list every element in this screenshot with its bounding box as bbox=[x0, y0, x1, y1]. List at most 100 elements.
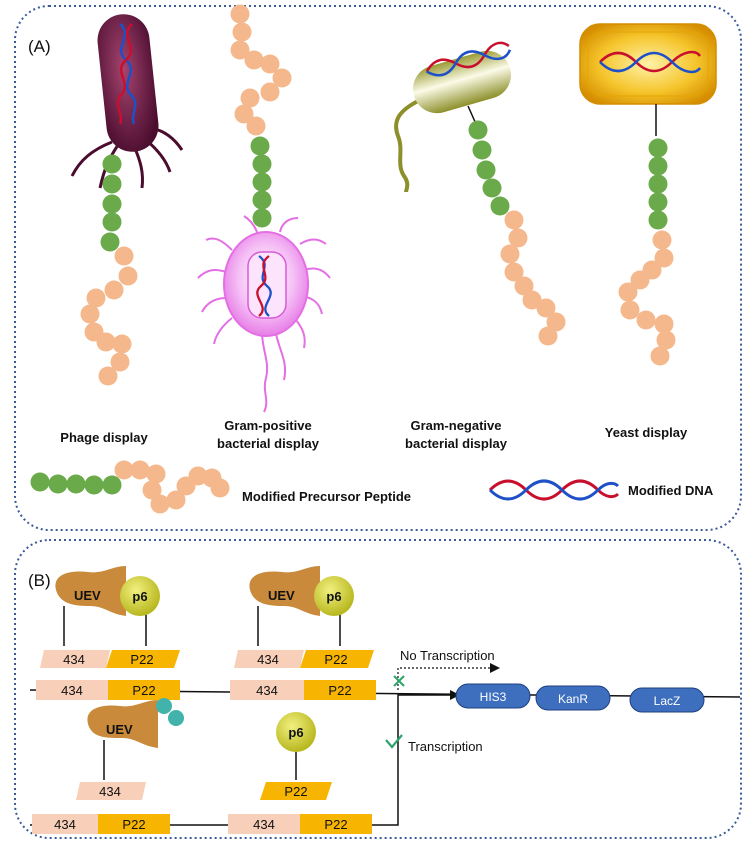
box-434-dna bbox=[36, 680, 108, 700]
peptide-bead bbox=[102, 475, 122, 495]
gene-label-lacz: LacZ bbox=[654, 694, 681, 708]
uev-shape bbox=[55, 566, 126, 616]
peptide-bead bbox=[472, 140, 492, 160]
check-icon bbox=[385, 734, 403, 749]
teal-ball bbox=[168, 710, 184, 726]
peptide-bead bbox=[260, 82, 280, 102]
gram-positive-label-line2: bacterial display bbox=[217, 436, 320, 451]
p6-ball bbox=[120, 576, 160, 616]
peptide-bead bbox=[650, 346, 670, 366]
box-434-dna-label: 434 bbox=[61, 683, 83, 698]
box-434-dna-label: 434 bbox=[253, 817, 275, 832]
p6-ball bbox=[314, 576, 354, 616]
box-434-dna bbox=[32, 814, 98, 834]
panel-a-label: (A) bbox=[28, 37, 51, 56]
dotted-arrow-head bbox=[490, 663, 500, 673]
peptide-bead bbox=[536, 298, 556, 318]
box-p22-floating bbox=[300, 650, 374, 668]
peptide-bead bbox=[620, 300, 640, 320]
gram-negative-label-line2: bacterial display bbox=[405, 436, 508, 451]
phage-icon bbox=[70, 14, 184, 189]
peptide-bead bbox=[84, 475, 104, 495]
peptide-bead bbox=[102, 174, 122, 194]
construct-uev-separate: UEV 434 434 P22 bbox=[32, 698, 184, 834]
peptide-bead bbox=[114, 246, 134, 266]
box-434-floating bbox=[40, 650, 110, 668]
peptide-bead bbox=[652, 230, 672, 250]
construct-uev-p6-right: UEV p6 434 P22 434 P22 bbox=[230, 566, 376, 700]
peptide-bead bbox=[252, 172, 272, 192]
box-p22-floating bbox=[106, 650, 180, 668]
box-p22-dna-label: P22 bbox=[132, 683, 155, 698]
peptide-bead bbox=[648, 192, 668, 212]
no-transcription-label: No Transcription bbox=[400, 648, 495, 663]
gene-label-kanr: KanR bbox=[558, 692, 588, 706]
peptide-bead bbox=[48, 474, 68, 494]
box-434-label: 434 bbox=[99, 784, 121, 799]
peptide-chains bbox=[30, 4, 676, 514]
peptide-bead bbox=[636, 310, 656, 330]
peptide-bead bbox=[96, 332, 116, 352]
peptide-bead bbox=[146, 464, 166, 484]
gram-negative-label-line1: Gram-negative bbox=[410, 418, 501, 433]
gene-label-his3: HIS3 bbox=[480, 690, 507, 704]
peptide-bead bbox=[246, 116, 266, 136]
peptide-bead bbox=[260, 54, 280, 74]
peptide-bead bbox=[110, 352, 130, 372]
peptide-bead bbox=[100, 232, 120, 252]
dna-helix-icon bbox=[116, 23, 137, 125]
peptide-bead bbox=[98, 366, 118, 386]
peptide-bead bbox=[86, 288, 106, 308]
p6-label: p6 bbox=[132, 589, 147, 604]
peptide-bead bbox=[234, 104, 254, 124]
gram-positive-label-line1: Gram-positive bbox=[224, 418, 311, 433]
peptide-bead bbox=[252, 154, 272, 174]
uev-shape bbox=[87, 700, 158, 748]
peptide-bead bbox=[252, 190, 272, 210]
no-transcription-path bbox=[397, 667, 494, 690]
construct-p6-separate: p6 P22 434 P22 bbox=[228, 712, 372, 834]
peptide-bead bbox=[546, 312, 566, 332]
box-434-label: 434 bbox=[63, 652, 85, 667]
peptide-bead bbox=[232, 22, 252, 42]
peptide-bead bbox=[112, 334, 132, 354]
peptide-bead bbox=[102, 154, 122, 174]
arrow-head bbox=[450, 690, 460, 700]
transcription-label: Transcription bbox=[408, 739, 483, 754]
peptide-bead bbox=[482, 178, 502, 198]
box-p22-dna bbox=[300, 814, 372, 834]
yeast-display-label: Yeast display bbox=[605, 425, 688, 440]
peptide-bead bbox=[508, 228, 528, 248]
peptide-bead bbox=[114, 460, 134, 480]
peptide-bead bbox=[188, 466, 208, 486]
peptide-bead bbox=[80, 304, 100, 324]
legend-dna-icon bbox=[488, 479, 620, 501]
peptide-bead bbox=[514, 276, 534, 296]
peptide-bead bbox=[150, 494, 170, 514]
construct-uev-p6-left: UEV p6 434 P22 434 P22 bbox=[36, 566, 180, 700]
peptide-bead bbox=[648, 138, 668, 158]
gene-box-his3 bbox=[455, 683, 531, 709]
panel-b-label: (B) bbox=[28, 571, 51, 590]
peptide-bead bbox=[476, 160, 496, 180]
peptide-bead bbox=[142, 480, 162, 500]
peptide-bead bbox=[538, 326, 558, 346]
peptide-bead bbox=[490, 196, 510, 216]
uev-label: UEV bbox=[106, 722, 133, 737]
peptide-bead bbox=[102, 212, 122, 232]
peptide-bead bbox=[654, 248, 674, 268]
panel-b-frame bbox=[14, 539, 742, 839]
peptide-bead bbox=[230, 4, 250, 24]
box-p22-floating bbox=[260, 782, 332, 800]
box-434-dna bbox=[230, 680, 304, 700]
box-434-dna bbox=[228, 814, 300, 834]
box-p22-dna-label: P22 bbox=[122, 817, 145, 832]
legend-peptide-label: Modified Precursor Peptide bbox=[242, 489, 411, 504]
peptide-bead bbox=[102, 194, 122, 214]
uev-label: UEV bbox=[74, 588, 101, 603]
uev-shape bbox=[249, 566, 320, 616]
box-p22-label: P22 bbox=[324, 652, 347, 667]
peptide-bead bbox=[618, 282, 638, 302]
box-434-floating bbox=[234, 650, 304, 668]
box-p22-dna bbox=[98, 814, 170, 834]
